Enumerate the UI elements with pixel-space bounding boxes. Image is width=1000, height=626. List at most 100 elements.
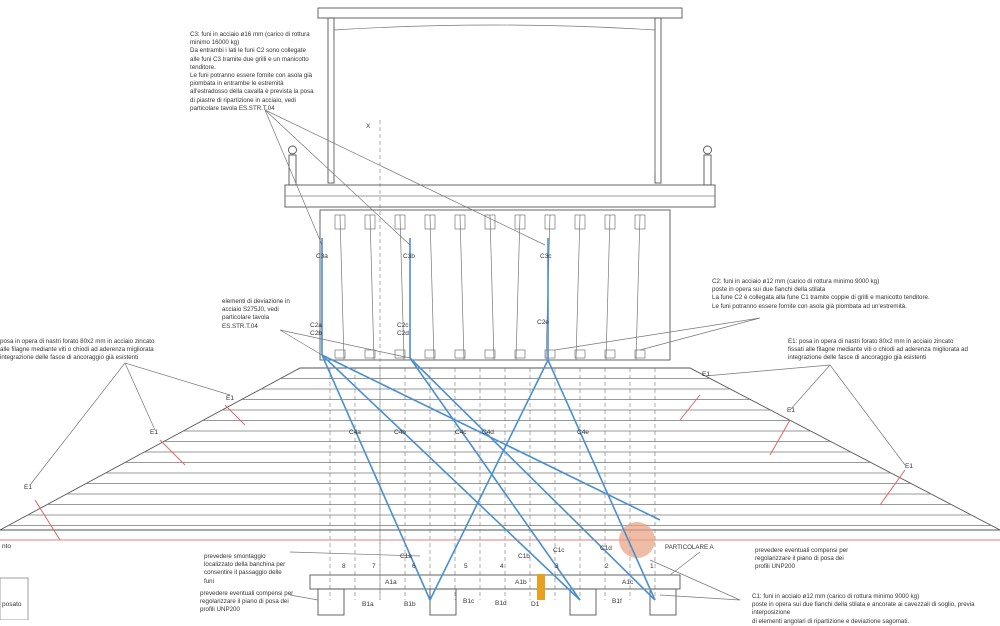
leader-lines <box>29 109 906 601</box>
anchor-strips <box>34 394 906 541</box>
label-d1: D1 <box>531 601 540 608</box>
note-c3: C3: funi in acciaio ø16 mm (carico di ro… <box>190 31 314 112</box>
label-e1: E1 <box>226 395 234 402</box>
plank <box>369 214 375 361</box>
cable <box>321 354 581 601</box>
cables <box>321 238 661 601</box>
label-c4d: C4d <box>482 429 494 436</box>
label-c2d: C2d <box>397 330 409 337</box>
note-compensi-left: prevedere eventuali compensi per regolar… <box>200 590 294 614</box>
bay-number: 5 <box>464 563 468 570</box>
anchor-strip <box>224 404 246 426</box>
cable <box>321 354 431 601</box>
note-ribasso: prevedere smontaggio localizzato della b… <box>204 553 286 585</box>
axis-label: X <box>366 123 371 130</box>
label-c1a: C1a <box>400 553 412 560</box>
label-b1d: B1d <box>495 600 507 607</box>
label-c2b: C2b <box>310 330 322 337</box>
label-e1: E1 <box>150 429 158 436</box>
label-e1: E1 <box>702 371 710 378</box>
upper-frame <box>284 7 716 361</box>
plank-base <box>394 349 406 359</box>
hull <box>0 120 1000 600</box>
plank-cap <box>484 214 496 230</box>
bay-numbers: 8 7 6 5 4 3 2 1 A1a A1b A1c B1a B1b B1c … <box>342 563 654 608</box>
label-a1b: A1b <box>515 579 527 586</box>
base-structure <box>0 522 681 620</box>
label-e1: E1 <box>24 484 32 491</box>
bay-number: 6 <box>412 563 416 570</box>
plank-cap <box>574 214 586 230</box>
label-e1: E1 <box>787 407 795 414</box>
bay-number: 2 <box>605 563 609 570</box>
e1-labels: E1 E1 E1 E1 E1 E1 <box>24 371 913 491</box>
plank-cap <box>514 214 526 230</box>
plank-base <box>574 349 586 359</box>
label-c2a: C2a <box>310 322 322 329</box>
plank-cap <box>334 214 346 230</box>
anchor-strip <box>769 419 791 456</box>
bay-number: 1 <box>650 563 654 570</box>
plank-base <box>424 349 436 359</box>
plank-base <box>454 349 466 359</box>
anchor-strip <box>879 469 906 506</box>
plank <box>515 214 521 361</box>
note-compensi-right: prevedere eventuali compensi per regolar… <box>755 547 849 571</box>
note-e1-left: posa in opera di nastri forato 80x2 mm i… <box>0 338 155 362</box>
label-c2e: C2e <box>537 319 549 326</box>
label-c2c: C2c <box>397 322 409 329</box>
plank <box>399 214 405 361</box>
plank-base <box>334 349 346 359</box>
bay-number: 8 <box>342 563 346 570</box>
label-c4a: C4a <box>349 429 361 436</box>
plank-cap <box>634 214 646 230</box>
label-c1d: C1d <box>600 545 612 552</box>
cable <box>409 357 656 601</box>
anchor-strip <box>679 394 701 421</box>
plank-cap <box>424 214 436 230</box>
note-particolare-a: PARTICOLARE A <box>665 544 714 551</box>
cable <box>321 354 661 521</box>
anchor-strip <box>159 439 186 466</box>
bay-number: 3 <box>555 563 559 570</box>
label-c1b: C1b <box>518 553 530 560</box>
label-a1c: A1c <box>622 579 634 586</box>
plank-cap <box>394 214 406 230</box>
label-c1c: C1c <box>553 547 565 554</box>
label-b1b: B1b <box>404 601 416 608</box>
anchor-strip <box>34 499 61 541</box>
bay-number: 7 <box>372 563 376 570</box>
cable <box>547 359 656 601</box>
label-b1f: B1f <box>612 598 622 605</box>
plank-cap <box>454 214 466 230</box>
plank-base <box>484 349 496 359</box>
particolare-a-highlight <box>619 522 655 558</box>
cable <box>429 359 549 601</box>
cable <box>409 357 581 601</box>
label-b1a: B1a <box>362 601 374 608</box>
plank <box>459 214 465 361</box>
label-a1a: A1a <box>385 579 397 586</box>
label-e1: E1 <box>905 463 913 470</box>
note-e1-right: E1: posa in opera di nastri forato 80x2 … <box>788 338 968 362</box>
plank-base <box>514 349 526 359</box>
plank <box>605 214 611 361</box>
plank <box>575 214 581 361</box>
plank-cap <box>364 214 376 230</box>
note-c2: C2: funi in acciaio ø12 mm (carico di ro… <box>712 278 930 310</box>
label-c4b: C4b <box>394 429 406 436</box>
label-b1c: B1c <box>463 598 475 605</box>
plank-base <box>364 349 376 359</box>
label-c3c: C3c <box>540 253 552 260</box>
bay-number: 4 <box>500 563 504 570</box>
plank-base <box>544 349 556 359</box>
label-c3a: C3a <box>316 253 328 260</box>
cable-labels: C3a C3b C3c C2a C2b C2c C2d C2e C4a C4b … <box>310 253 612 560</box>
label-c4c: C4c <box>455 429 467 436</box>
posato-label: posato <box>2 601 22 608</box>
plank-base <box>604 349 616 359</box>
plank-cap <box>544 214 556 230</box>
plank <box>635 214 641 361</box>
plank-cap <box>604 214 616 230</box>
